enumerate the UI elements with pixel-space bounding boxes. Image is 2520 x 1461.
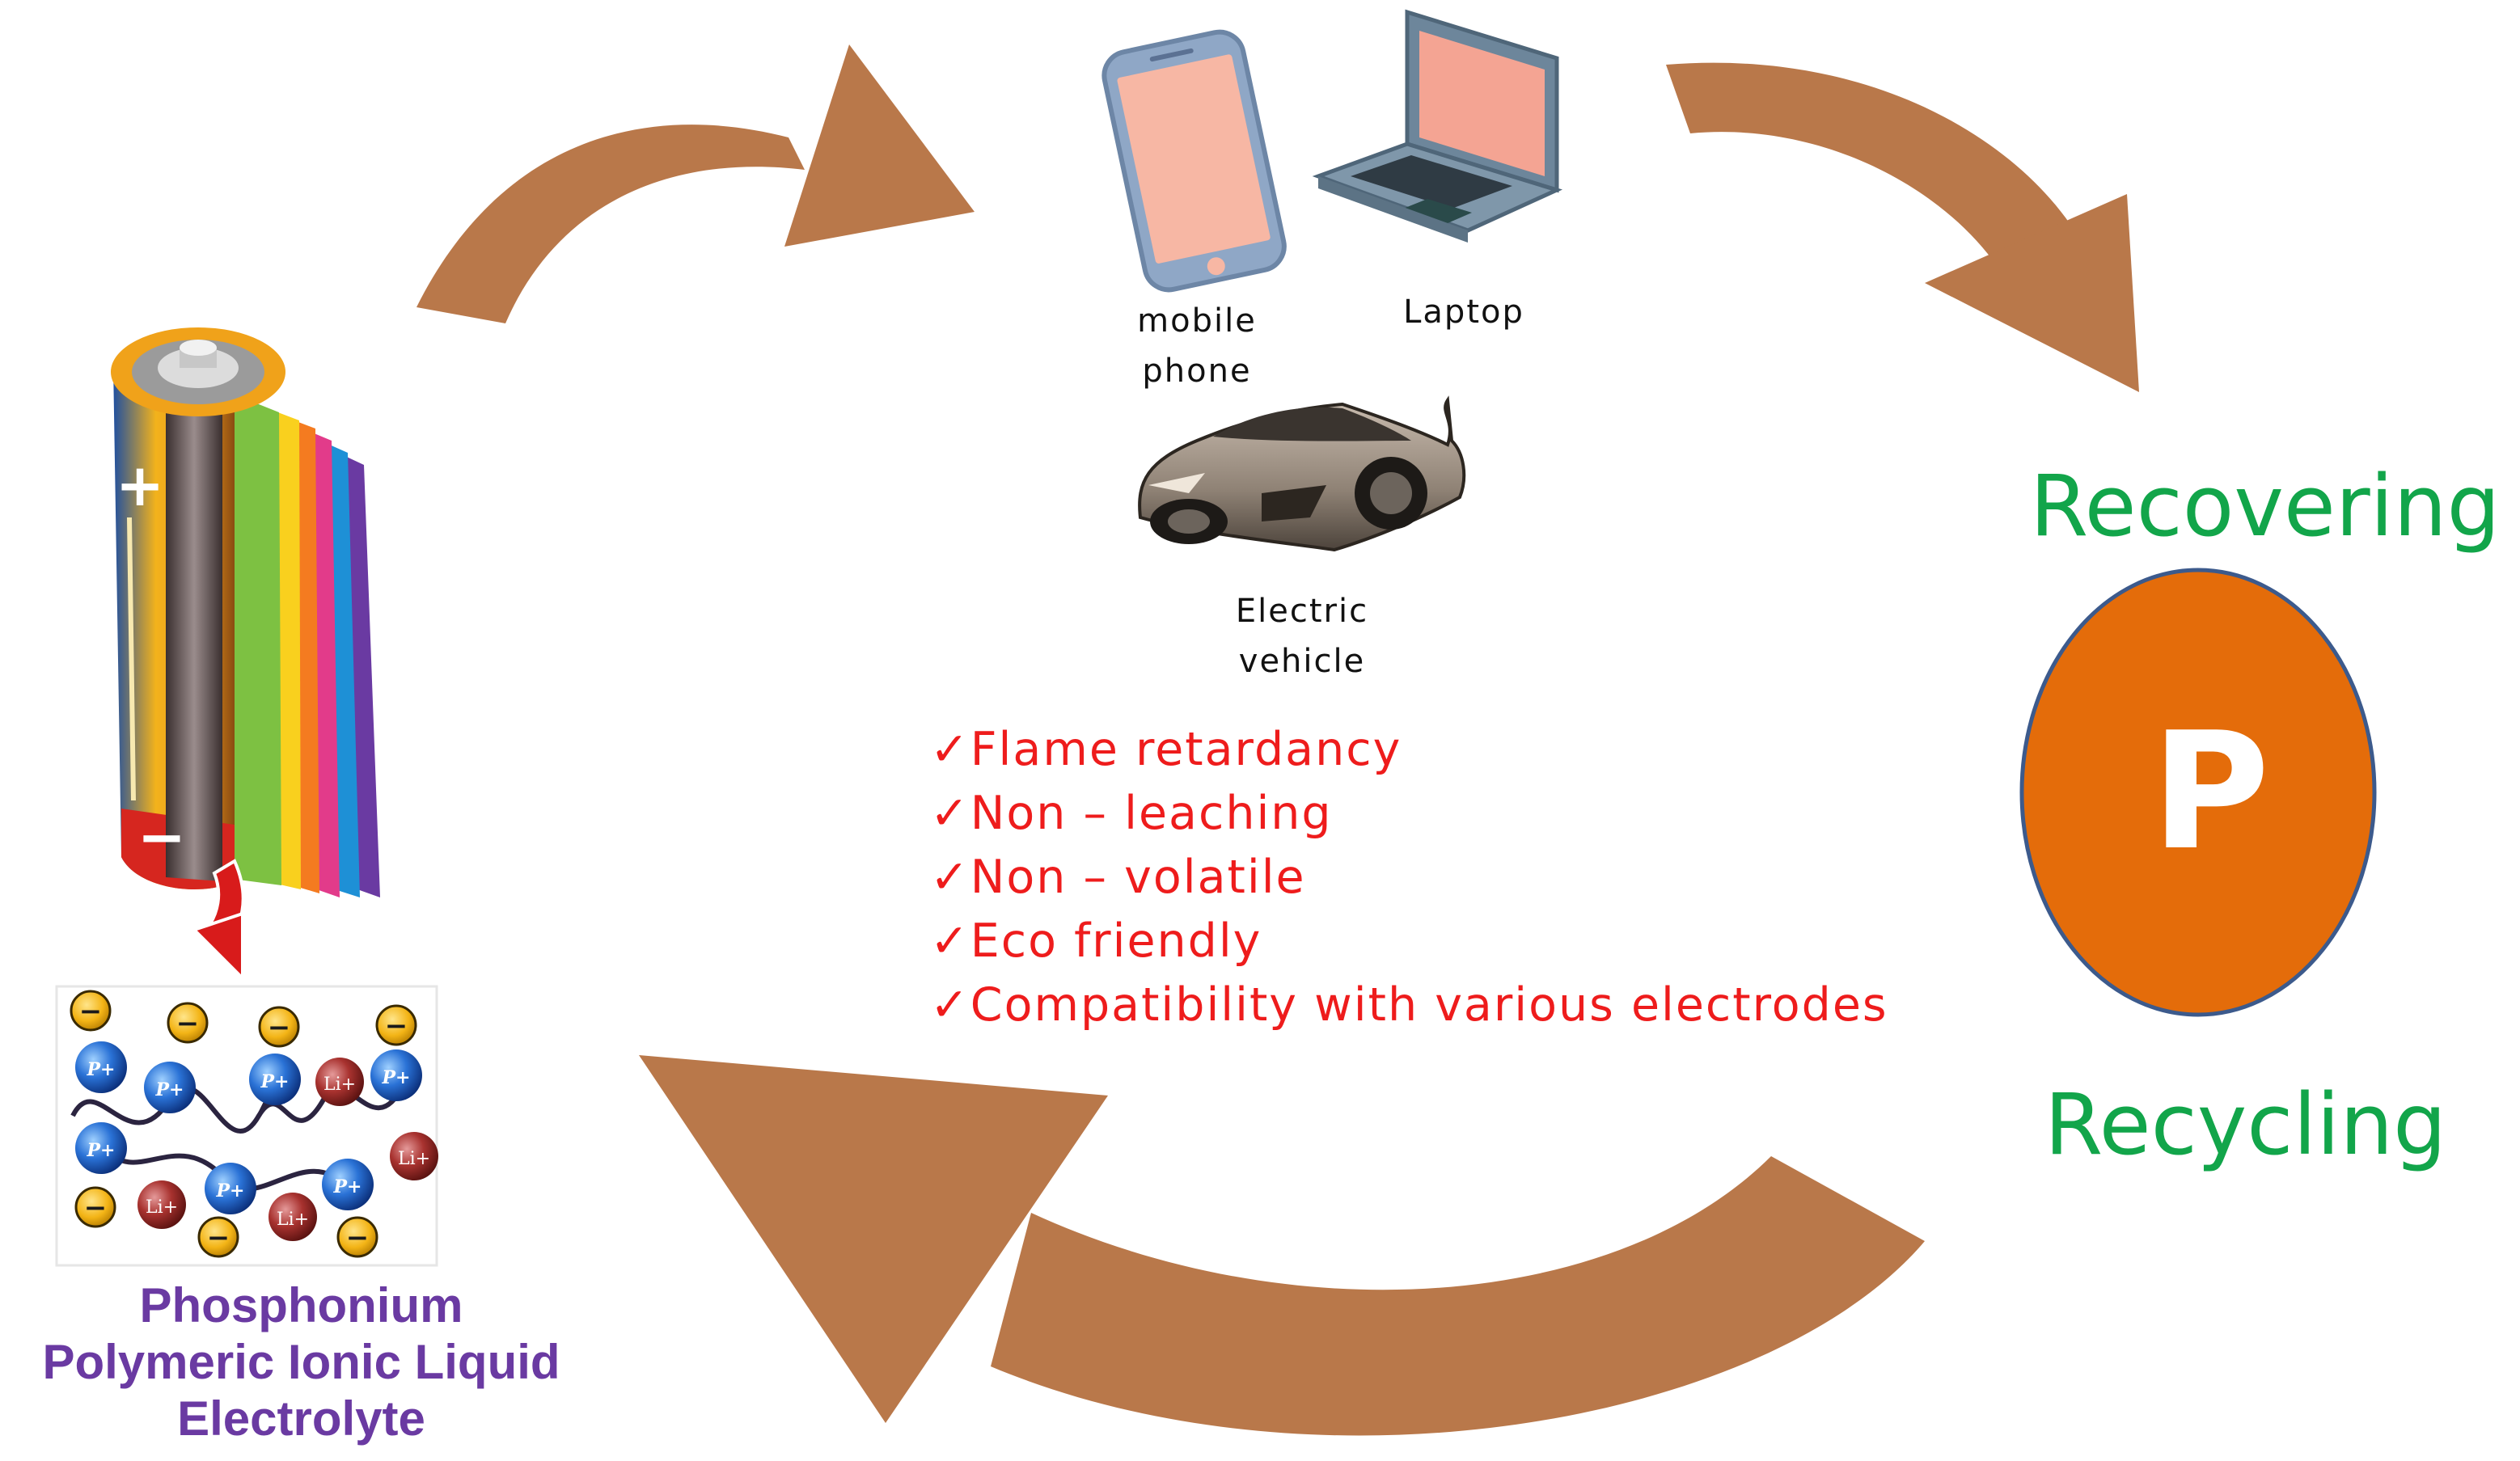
check-icon: ✓ bbox=[930, 723, 970, 776]
lithium-ion: Li+ bbox=[137, 1180, 186, 1229]
lithium-ion: Li+ bbox=[268, 1193, 317, 1241]
property-item: ✓Flame retardancy bbox=[930, 718, 1888, 782]
check-icon: ✓ bbox=[930, 978, 970, 1032]
recycling-label: Recycling bbox=[2044, 1075, 2447, 1174]
anion: − bbox=[167, 1002, 209, 1044]
check-icon: ✓ bbox=[930, 914, 970, 968]
property-item: ✓Eco friendly bbox=[930, 910, 1888, 973]
lithium-label: Li+ bbox=[277, 1210, 309, 1230]
phosphorus-circle bbox=[2019, 568, 2377, 1017]
check-icon: ✓ bbox=[930, 787, 970, 840]
anion: − bbox=[197, 1216, 239, 1258]
electric-vehicle-label-text: Electric vehicle bbox=[1235, 593, 1369, 680]
mobile-phone-label: mobile phone bbox=[1108, 296, 1286, 396]
phosphonium-cation: P+ bbox=[322, 1159, 374, 1210]
cation-label: P+ bbox=[382, 1067, 411, 1088]
cation-label: P+ bbox=[87, 1059, 116, 1080]
red-pointer-arrow bbox=[191, 859, 245, 982]
anion: − bbox=[70, 990, 112, 1032]
property-list: ✓Flame retardancy ✓Non – leaching ✓Non –… bbox=[930, 718, 1888, 1037]
cation-label: P+ bbox=[333, 1176, 362, 1197]
mobile-phone-icon bbox=[1101, 29, 1287, 293]
cycle-arrow-top-left bbox=[416, 44, 975, 323]
laptop-label: Laptop bbox=[1375, 287, 1553, 337]
phosphonium-cation: P+ bbox=[205, 1163, 256, 1214]
property-text: Compatibility with various electrodes bbox=[970, 978, 1888, 1032]
lithium-label: Li+ bbox=[146, 1197, 178, 1218]
property-text: Flame retardancy bbox=[970, 723, 1402, 776]
mobile-phone-label-text: mobile phone bbox=[1137, 302, 1257, 390]
property-text: Non – leaching bbox=[970, 787, 1333, 840]
property-item: ✓Non – volatile bbox=[930, 846, 1888, 910]
laptop-label-text: Laptop bbox=[1403, 293, 1524, 331]
cation-label: P+ bbox=[260, 1071, 290, 1092]
electric-vehicle-icon bbox=[1138, 395, 1466, 552]
anion: − bbox=[336, 1216, 378, 1258]
battery-icon: + − bbox=[111, 327, 380, 897]
cation-label: P+ bbox=[155, 1079, 184, 1100]
anion-label: − bbox=[268, 1011, 291, 1044]
electrolyte-illustration: P+ P+ P+ P+ P+ P+ P+ Li+ bbox=[55, 985, 438, 1267]
electrolyte-title: Phosphonium Polymeric Ionic Liquid Elect… bbox=[42, 1278, 560, 1446]
cation-label: P+ bbox=[87, 1140, 116, 1161]
property-text: Eco friendly bbox=[970, 914, 1262, 968]
anion: − bbox=[258, 1006, 300, 1048]
cycle-arrow-bottom bbox=[639, 1055, 1925, 1436]
lithium-ion: Li+ bbox=[315, 1058, 364, 1106]
anion: − bbox=[74, 1186, 116, 1228]
phosphonium-cation: P+ bbox=[75, 1122, 127, 1174]
lithium-label: Li+ bbox=[323, 1075, 356, 1095]
lithium-ion: Li+ bbox=[390, 1132, 438, 1180]
anion-label: − bbox=[79, 995, 103, 1028]
phosphonium-cation: P+ bbox=[249, 1054, 301, 1105]
phosphonium-cation: P+ bbox=[370, 1049, 422, 1101]
anion-label: − bbox=[346, 1222, 370, 1254]
property-text: Non – volatile bbox=[970, 851, 1306, 904]
cycle-arrow-top-right bbox=[1666, 62, 2139, 392]
electric-vehicle-label: Electric vehicle bbox=[1213, 586, 1391, 686]
recovering-label: Recovering bbox=[2030, 457, 2501, 555]
phosphonium-cation: P+ bbox=[75, 1041, 127, 1093]
anion: − bbox=[375, 1004, 417, 1046]
cation-label: P+ bbox=[216, 1180, 245, 1201]
anion-label: − bbox=[84, 1192, 108, 1224]
anion-label: − bbox=[207, 1222, 230, 1254]
check-icon: ✓ bbox=[930, 851, 970, 904]
battery-positive-symbol: + bbox=[116, 451, 164, 519]
laptop-icon bbox=[1312, 9, 1563, 243]
property-item: ✓Non – leaching bbox=[930, 782, 1888, 846]
phosphorus-symbol: P bbox=[2151, 698, 2270, 886]
phosphonium-cation: P+ bbox=[144, 1062, 196, 1113]
lithium-label: Li+ bbox=[398, 1149, 430, 1169]
anion-label: − bbox=[176, 1007, 200, 1040]
battery-negative-symbol: − bbox=[137, 803, 186, 871]
anion-label: − bbox=[385, 1010, 408, 1042]
property-item: ✓Compatibility with various electrodes bbox=[930, 973, 1888, 1037]
